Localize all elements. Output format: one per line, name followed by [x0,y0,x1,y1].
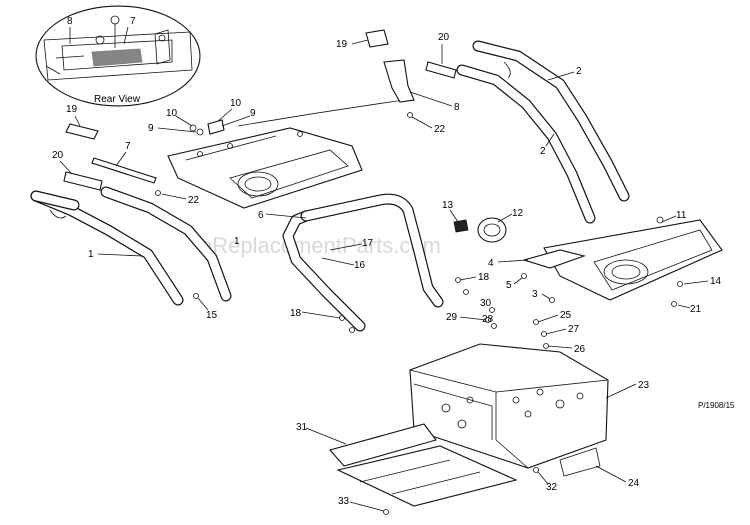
callout-31: 31 [296,422,308,433]
callout-14: 14 [710,276,722,287]
callout-29: 29 [446,312,458,323]
callout-17: 17 [362,238,374,249]
callout-19-left: 19 [66,104,78,115]
grip-20-left [63,171,103,191]
frame-23: 23 P/1908/15 [409,343,735,477]
callout-2-lower: 2 [540,146,546,157]
figure-code: P/1908/15 [698,401,735,410]
handlebar-1-left: 1 15 1 [30,186,240,321]
callout-15: 15 [206,310,218,321]
callout-22-left: 22 [188,195,200,206]
callout-10-right: 10 [230,98,242,109]
callout-3: 3 [532,289,538,300]
callout-32: 32 [546,482,558,493]
rear-view-inset: Rear View 8 7 [35,5,201,107]
inset-label: Rear View [94,94,141,105]
callout-2-upper: 2 [576,66,582,77]
callout-30: 30 [480,298,492,309]
callout-20-left: 20 [52,150,64,161]
callout-28: 28 [482,314,494,325]
callout-24: 24 [628,478,640,489]
hardware-group: 30 29 28 25 27 26 [446,298,586,355]
left-control-panel-group: 19 7 20 10 9 10 9 22 [52,98,405,209]
center-handle-6: 6 17 16 18 18 [258,193,490,333]
callout-20-right: 20 [438,32,450,43]
callout-27: 27 [568,324,580,335]
callout-7-inset: 7 [130,16,136,27]
callout-1-inner: 1 [234,236,240,247]
callout-9-right: 9 [250,108,256,119]
callout-26: 26 [574,344,586,355]
callout-12: 12 [512,208,524,219]
callout-4: 4 [488,258,494,269]
callout-5: 5 [506,280,512,291]
callout-9-left: 9 [148,123,154,134]
callout-33: 33 [338,496,350,507]
callout-23: 23 [638,380,650,391]
callout-18-lower: 18 [290,308,302,319]
part-13 [453,219,469,233]
callout-8-right: 8 [454,102,460,113]
callout-11: 11 [676,210,687,221]
callout-6: 6 [258,210,264,221]
watermark-text: eReplacementParts.com [200,233,441,258]
callout-25: 25 [560,310,572,321]
grip-19-right [365,29,389,48]
callout-8-inset: 8 [67,16,73,27]
callout-10-left: 10 [166,108,178,119]
cap-12 [477,217,507,243]
callout-13: 13 [442,200,454,211]
callout-1-left: 1 [88,249,94,260]
callout-16: 16 [354,260,366,271]
tray-31: 31 32 24 33 [296,422,640,515]
grip-19-left [65,123,99,140]
grip-20-right [425,61,457,79]
callout-18-upper: 18 [478,272,490,283]
rod-7-left [91,157,157,184]
bracket-8-right [383,59,415,103]
right-handlebar-group: 19 8 22 20 2 2 [336,29,630,224]
callout-19-right: 19 [336,39,348,50]
part-4 [522,249,586,269]
callout-22-right: 22 [434,124,446,135]
control-panel-right: 11 14 21 12 13 4 5 3 [442,200,723,315]
callout-21: 21 [690,304,702,315]
callout-7-left: 7 [125,141,131,152]
